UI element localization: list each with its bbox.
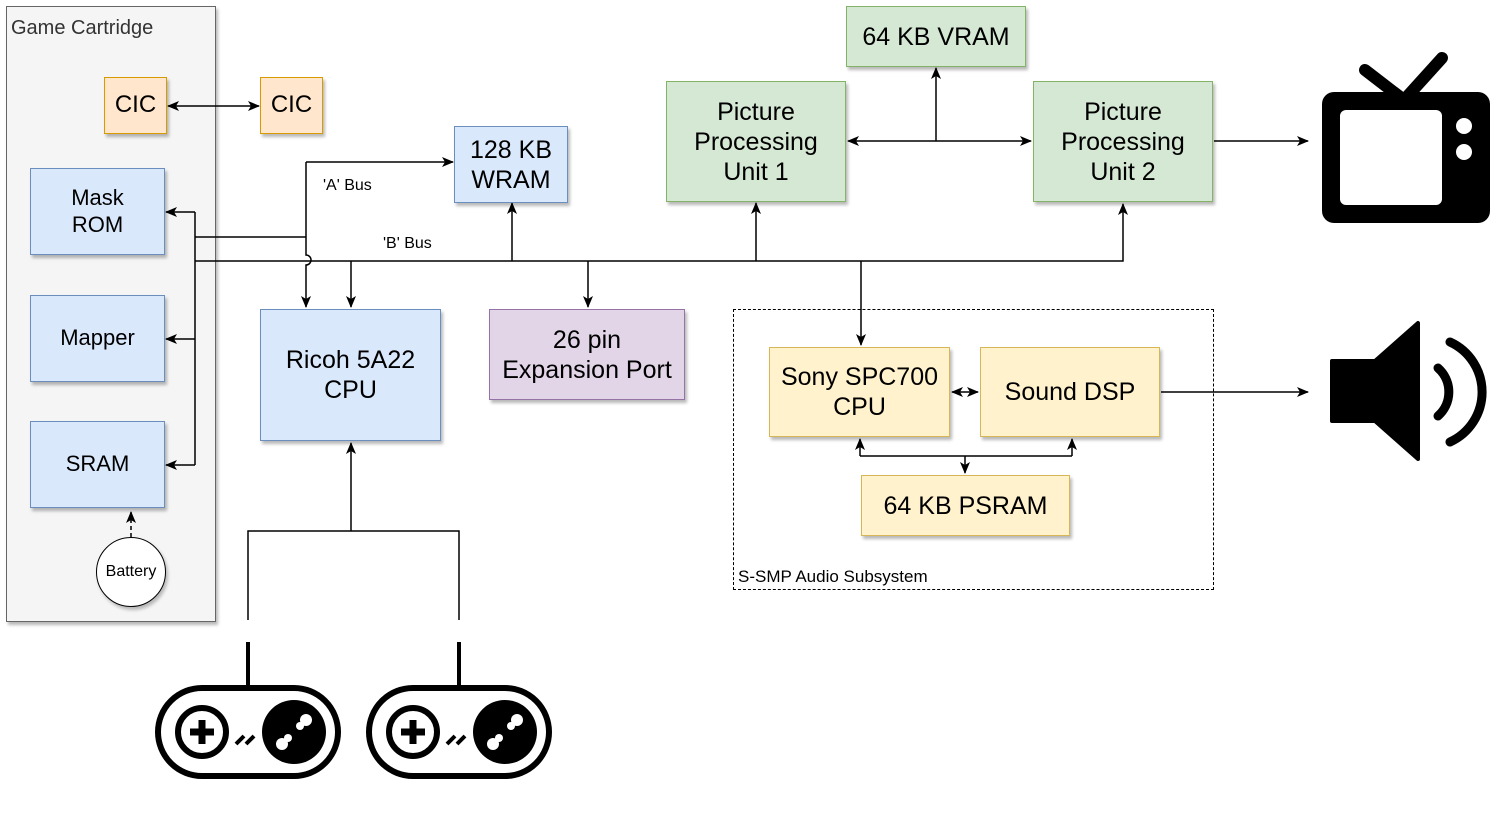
b-bus-label: 'B' Bus (383, 235, 432, 252)
cartridge-title: Game Cartridge (11, 17, 154, 39)
wram-block: 128 KB WRAM (454, 126, 568, 203)
ppu2-block: Picture Processing Unit 2 (1033, 81, 1213, 202)
audio-subsystem-title: S-SMP Audio Subsystem (738, 567, 928, 586)
battery-block: Battery (96, 537, 166, 607)
speaker-icon (1330, 321, 1487, 461)
ppu1-block: Picture Processing Unit 1 (666, 81, 846, 202)
expansion-port-block: 26 pin Expansion Port (489, 309, 685, 400)
audio-subsystem: S-SMP Audio Subsystem (733, 309, 1214, 590)
psram-block: 64 KB PSRAM (861, 475, 1070, 536)
gamepad-icon (155, 642, 341, 779)
console-cic-block: CIC (260, 77, 323, 134)
gamepad-icon (366, 642, 552, 779)
sram-block: SRAM (30, 421, 165, 508)
vram-block: 64 KB VRAM (846, 6, 1026, 67)
mask-rom-block: Mask ROM (30, 168, 165, 255)
sound-dsp-block: Sound DSP (980, 347, 1160, 437)
b-bus-line (195, 203, 1128, 262)
cartridge-cic-block: CIC (104, 77, 167, 134)
mapper-block: Mapper (30, 295, 165, 382)
spc700-block: Sony SPC700 CPU (769, 347, 950, 437)
cpu-block: Ricoh 5A22 CPU (260, 309, 441, 441)
a-bus-label: 'A' Bus (323, 177, 372, 194)
tv-icon (1322, 52, 1490, 223)
